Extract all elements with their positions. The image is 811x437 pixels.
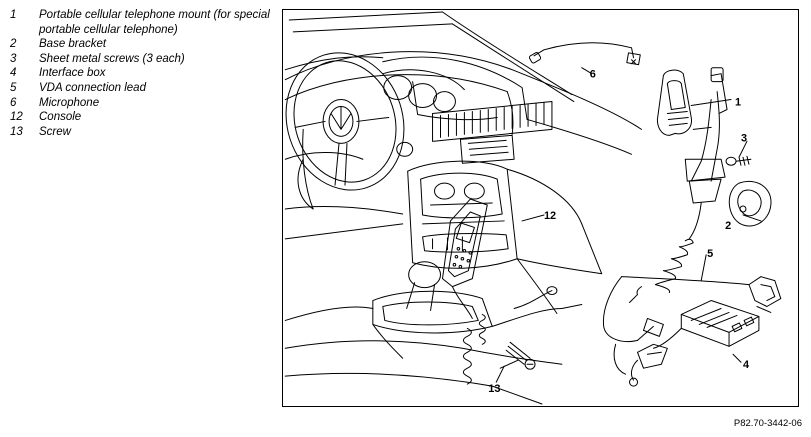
console-coiled-cord: [451, 286, 553, 385]
legend-number: 5: [10, 81, 17, 94]
legend-text: Microphone: [39, 96, 100, 109]
legend-text: Portable cellular telephone mount (for s…: [39, 9, 270, 36]
legend-item-12: 12 Console: [10, 110, 275, 125]
callout-6: 6: [590, 69, 596, 81]
microphone-6: [528, 42, 641, 66]
legend-item-2: 2 Base bracket: [10, 37, 275, 52]
callout-12: 12: [544, 210, 556, 222]
legend-item-1: 1 Portable cellular telephone mount (for…: [10, 8, 275, 37]
legend-number: 4: [10, 67, 17, 80]
callout-4: 4: [743, 359, 750, 371]
callout-1: 1: [735, 97, 741, 109]
leader-lines: [495, 67, 762, 383]
windshield-lines: [284, 11, 575, 103]
legend-text: VDA connection lead: [39, 81, 146, 94]
center-console: [407, 160, 603, 275]
steering-wheel: [285, 52, 405, 210]
base-bracket-2: [728, 181, 772, 227]
legend-text: Sheet metal screws (3 each): [39, 52, 185, 65]
installation-diagram: 1 3 2 5 4 6 12 13: [282, 9, 799, 407]
legend-item-3: 3 Sheet metal screws (3 each): [10, 52, 275, 67]
legend-number: 1: [10, 9, 17, 21]
air-vents: [396, 101, 553, 164]
gear-shifter: [284, 261, 563, 405]
instrument-cluster: [382, 69, 465, 112]
legend-item-13: 13 Screw: [10, 125, 275, 140]
callouts: 1 3 2 5 4 6 12 13: [488, 69, 750, 395]
vda-lead-5: [602, 276, 782, 343]
legend-text: Base bracket: [39, 38, 107, 51]
lower-connectors: [613, 327, 682, 387]
legend-number: 6: [10, 96, 17, 109]
diagram-drawing: 1 3 2 5 4 6 12 13: [284, 11, 782, 405]
legend-number: 2: [10, 38, 17, 51]
legend-number: 13: [10, 125, 23, 138]
screws-3: [725, 155, 752, 166]
callout-5: 5: [707, 248, 713, 260]
interface-box-4: [680, 300, 760, 347]
legend-item-4: 4 Interface box: [10, 66, 275, 81]
cradle-coiled-cable: [629, 202, 702, 304]
legend-text: Screw: [39, 125, 71, 138]
legend-item-5: 5 VDA connection lead: [10, 81, 275, 96]
console-side-panel: [491, 258, 583, 327]
screw-13: [499, 341, 536, 370]
legend-item-6: 6 Microphone: [10, 96, 275, 111]
callout-3: 3: [741, 132, 747, 144]
phone-mount-1: [656, 67, 728, 204]
legend-number: 3: [10, 52, 17, 65]
callout-13: 13: [488, 383, 500, 395]
legend-list: 1 Portable cellular telephone mount (for…: [10, 8, 275, 139]
legend-number: 12: [10, 111, 23, 124]
callout-2: 2: [725, 220, 731, 232]
figure-code: P82.70-3442-06: [733, 418, 802, 429]
legend-text: Console: [39, 111, 82, 124]
legend-text: Interface box: [39, 67, 106, 80]
mounted-phone: [441, 198, 488, 288]
